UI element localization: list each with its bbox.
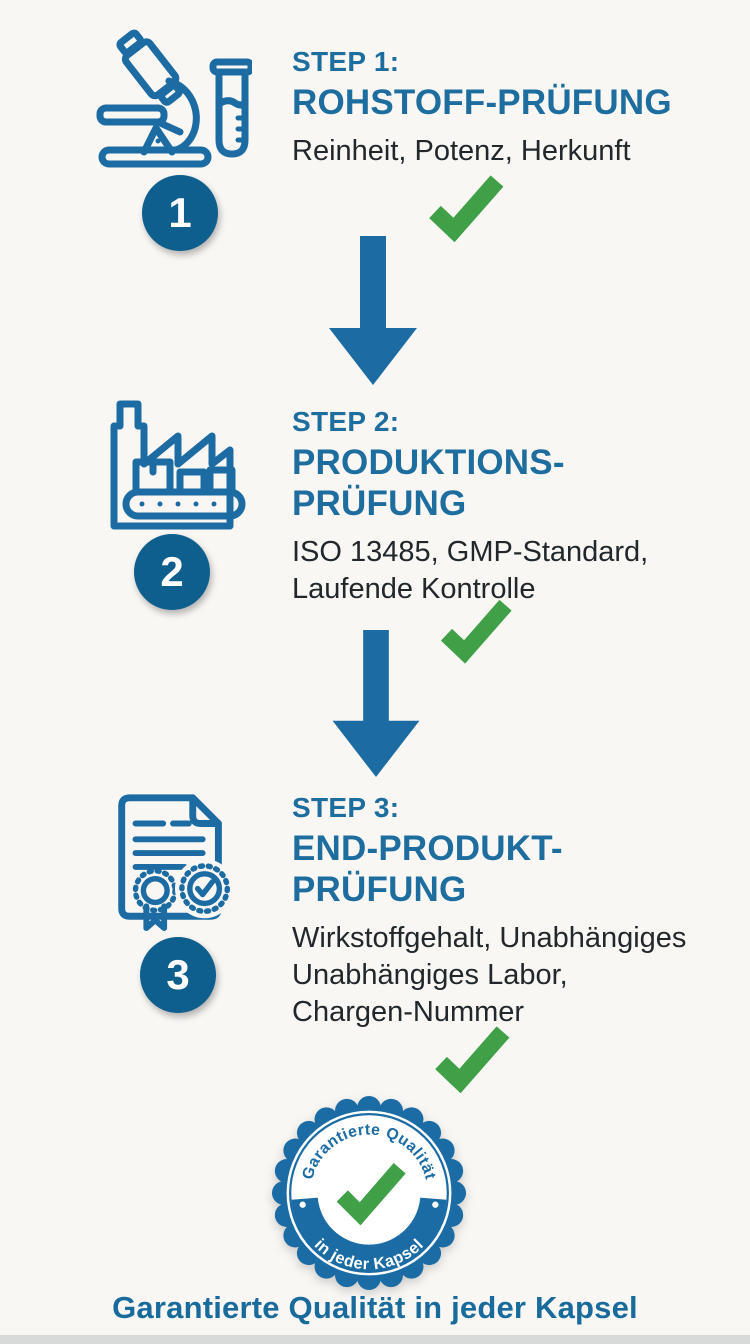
factory-icon <box>110 400 246 530</box>
checkmark-icon <box>429 175 504 242</box>
step-number: 2 <box>160 548 184 595</box>
step-title: END-PRODUKT- PRÜFUNG <box>292 829 563 909</box>
step-details: Wirkstoffgehalt, Unabhängiges Unabhängig… <box>292 922 687 1028</box>
step-label: STEP 3: <box>292 792 400 823</box>
step-label: STEP 2: <box>292 406 400 437</box>
quality-seal-badge: Garantierte Qualität in jeder Kapsel <box>271 1095 467 1291</box>
checkmark-icon <box>435 1026 510 1094</box>
step-number: 1 <box>168 189 192 236</box>
step-number-badge-2: 2 <box>134 534 210 610</box>
arrow-down-icon <box>332 630 420 778</box>
bottom-strip <box>0 1335 750 1344</box>
step-number-badge-3: 3 <box>140 937 216 1013</box>
badge-checkmark-icon <box>336 1163 406 1226</box>
microscope-icon <box>96 29 252 168</box>
arrow-down-icon <box>329 236 417 385</box>
step-details: ISO 13485, GMP-Standard, Laufende Kontro… <box>292 536 649 605</box>
step-number: 3 <box>166 951 190 998</box>
step-title: PRODUKTIONS- PRÜFUNG <box>292 443 565 523</box>
footer-title: Garantierte Qualität in jeder Kapsel <box>112 1290 638 1325</box>
step-3-text: STEP 3: END-PRODUKT- PRÜFUNG Wirkstoffge… <box>292 790 742 1031</box>
step-2-text: STEP 2: PRODUKTIONS- PRÜFUNG ISO 13485, … <box>292 404 732 608</box>
step-label: STEP 1: <box>292 46 400 77</box>
checkmark-icon <box>440 599 512 664</box>
step-number-badge-1: 1 <box>142 175 218 251</box>
step-title: ROHSTOFF-PRÜFUNG <box>292 83 672 122</box>
step-details: Reinheit, Potenz, Herkunft <box>292 135 631 167</box>
step-1-text: STEP 1: ROHSTOFF-PRÜFUNG Reinheit, Poten… <box>292 44 722 170</box>
certificate-icon <box>118 794 235 932</box>
